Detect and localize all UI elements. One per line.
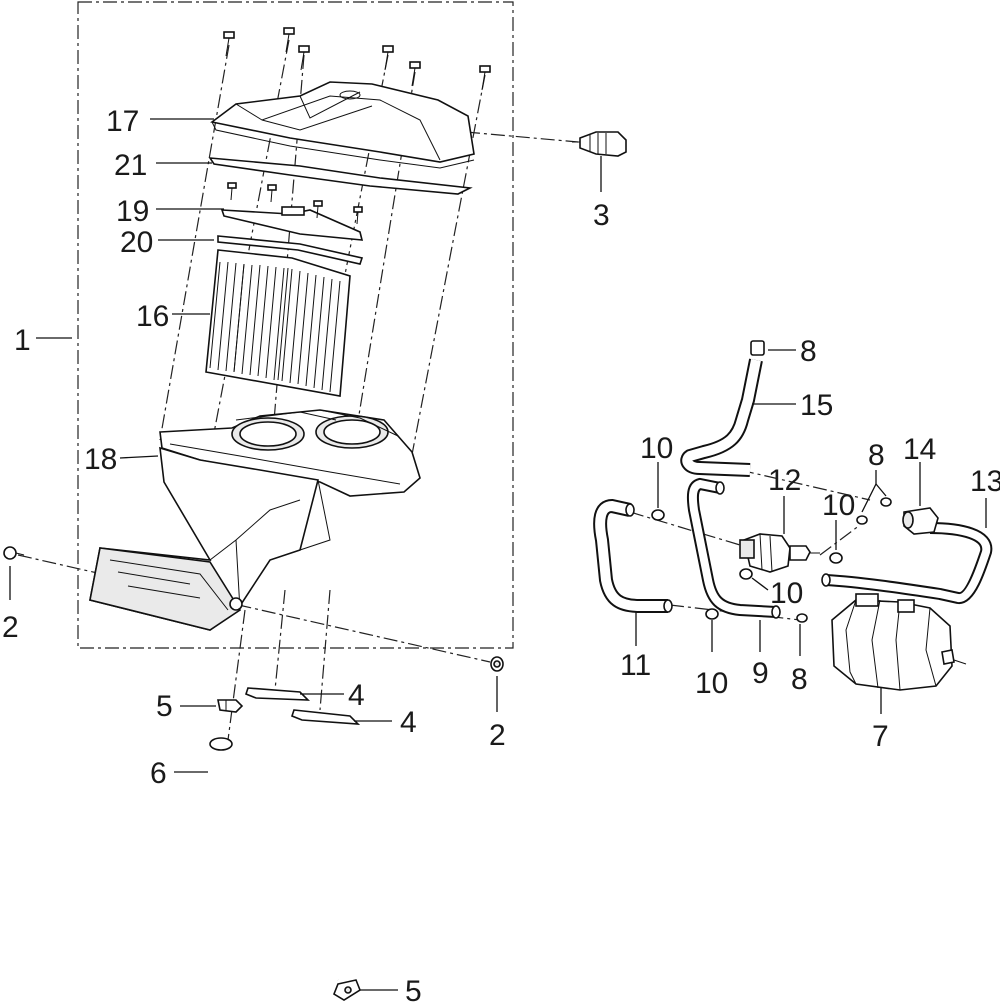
callout-10-right: 10 [822, 489, 855, 522]
callout-6: 6 [150, 757, 167, 790]
callout-8-top: 8 [800, 335, 817, 368]
filter-seal [217, 235, 364, 265]
purge-hose [821, 522, 993, 604]
hose-clips [651, 497, 892, 623]
intake-sensor [572, 131, 627, 157]
callout-2-right: 2 [489, 719, 506, 752]
vent-hose [680, 358, 763, 477]
cover-screws [223, 27, 491, 91]
drain-hose [209, 737, 342, 981]
purge-control-valve [739, 533, 820, 573]
callout-12: 12 [768, 464, 801, 497]
callout-8-middle: 8 [868, 439, 885, 472]
callout-4-lower: 4 [400, 706, 417, 739]
callout-14: 14 [903, 433, 936, 466]
hose-band-upper [245, 687, 311, 701]
assembly-boundary-box [77, 1, 514, 649]
air-filter-element [205, 249, 351, 397]
hose-cap-top [750, 340, 765, 356]
callout-17: 17 [106, 105, 139, 138]
callout-5-lower: 5 [405, 975, 422, 1004]
callout-13: 13 [970, 465, 1000, 498]
callout-10-bottom: 10 [695, 667, 728, 700]
hose-connector [902, 507, 939, 535]
cover-gasket [208, 157, 473, 195]
callout-leaders [9, 118, 987, 991]
callout-16: 16 [136, 300, 169, 333]
callout-4-upper: 4 [348, 679, 365, 712]
callout-3: 3 [593, 199, 610, 232]
mounting-bolt-right [490, 656, 504, 672]
canister-hose-left [593, 498, 673, 613]
callout-1: 1 [14, 324, 31, 357]
callout-10-center: 10 [770, 577, 803, 610]
callout-2-left: 2 [2, 611, 19, 644]
callout-19: 19 [116, 195, 149, 228]
drain-clamp-lower [333, 979, 361, 1001]
callout-20: 20 [120, 226, 153, 259]
airbox-housing [89, 409, 421, 631]
callout-5-upper: 5 [156, 690, 173, 723]
airbox-cover [210, 81, 475, 169]
mounting-bolt-left [3, 546, 25, 560]
charcoal-canister [831, 593, 967, 691]
callout-9: 9 [752, 657, 769, 690]
filter-retainer-plate [220, 182, 364, 241]
callout-8-bottom: 8 [791, 663, 808, 696]
callout-labels: 1 2 2 3 4 4 5 5 6 7 8 8 8 9 10 10 10 10 … [2, 105, 1000, 1004]
callout-18: 18 [84, 443, 117, 476]
hose-band-lower [291, 709, 361, 725]
callout-11: 11 [620, 649, 651, 682]
callout-7: 7 [872, 720, 889, 753]
callout-15: 15 [800, 389, 833, 422]
callout-21: 21 [114, 149, 147, 182]
callout-10-left: 10 [640, 432, 673, 465]
drain-clamp-upper [217, 699, 244, 713]
canister-hose-middle [686, 477, 781, 619]
